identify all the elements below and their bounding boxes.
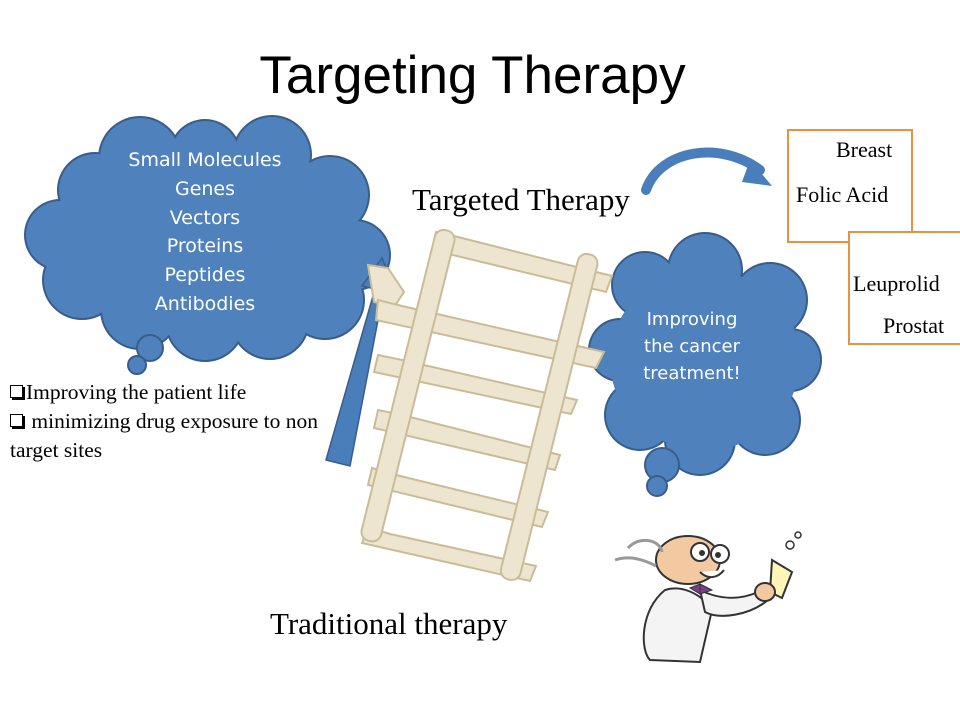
target-folic-acid: Folic Acid bbox=[796, 182, 889, 207]
targeted-therapy-label: Targeted Therapy bbox=[412, 182, 630, 217]
benefits-list: Improving the patient life minimizing dr… bbox=[10, 378, 320, 465]
molecule-item: Proteins bbox=[166, 235, 244, 258]
molecule-item: Vectors bbox=[169, 206, 241, 229]
molecule-item: Genes bbox=[174, 177, 236, 200]
improving-treatment-text: Improving the cancer treatment! bbox=[612, 306, 772, 387]
cloud-right-line: Improving bbox=[646, 309, 738, 330]
ladder bbox=[360, 228, 614, 583]
traditional-therapy-label: Traditional therapy bbox=[270, 606, 508, 641]
benefit-item: minimizing drug exposure to non target s… bbox=[10, 407, 320, 465]
molecule-list: Small Molecules Genes Vectors Proteins P… bbox=[95, 146, 315, 319]
molecule-item: Peptides bbox=[164, 264, 246, 287]
thought-cloud-left bbox=[24, 115, 391, 375]
curved-arrow-head bbox=[742, 160, 772, 186]
benefit-text: minimizing drug exposure to non target s… bbox=[10, 409, 319, 462]
molecule-item: Antibodies bbox=[154, 292, 256, 315]
molecule-item: Small Molecules bbox=[128, 149, 282, 171]
benefit-text: Improving the patient life bbox=[26, 380, 247, 404]
scientist-icon bbox=[614, 531, 802, 664]
checkbox-bullet-icon bbox=[10, 385, 23, 398]
checkbox-bullet-icon bbox=[10, 414, 23, 427]
target-leuprolide: Leuprolid bbox=[853, 271, 940, 296]
curved-arrow bbox=[641, 147, 765, 195]
target-breast: Breast bbox=[836, 137, 893, 162]
page-title: Targeting Therapy bbox=[259, 46, 686, 105]
thought-cloud-right bbox=[588, 232, 822, 497]
cloud-right-line: the cancer bbox=[644, 336, 740, 357]
target-prostate: Prostat bbox=[883, 313, 945, 338]
target-box-prostate bbox=[848, 231, 960, 345]
cloud-right-line: treatment! bbox=[643, 363, 741, 384]
benefit-item: Improving the patient life bbox=[10, 378, 320, 407]
